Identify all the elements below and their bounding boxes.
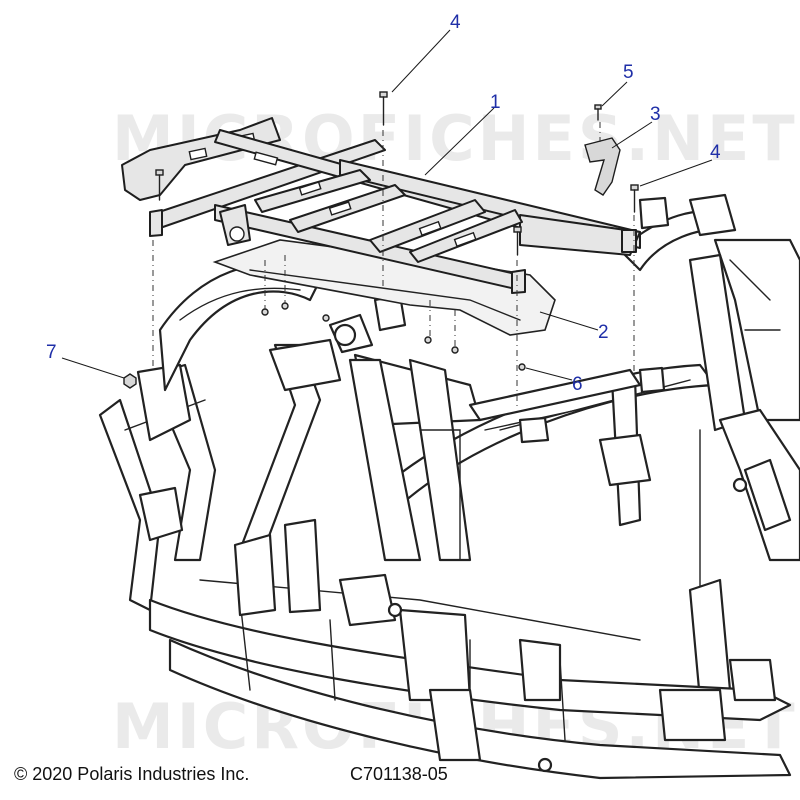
bolts-part-4 <box>155 91 639 256</box>
nut-part-7 <box>123 373 137 389</box>
callout-5: 5 <box>623 62 634 83</box>
callout-3: 3 <box>650 104 661 125</box>
callout-4-right: 4 <box>710 142 721 163</box>
vehicle-frame <box>98 193 800 780</box>
callout-labels: 1 2 3 4 4 5 6 7 <box>46 12 721 395</box>
leader-lines <box>61 29 713 381</box>
copyright-text: © 2020 Polaris Industries Inc. <box>14 764 250 784</box>
callout-6: 6 <box>572 374 583 395</box>
callout-1: 1 <box>490 92 501 113</box>
drawing-number: C701138-05 <box>350 764 448 784</box>
screw-part-5 <box>594 104 602 121</box>
callout-2: 2 <box>598 322 609 343</box>
bracket-part-3 <box>584 137 621 196</box>
assembly-lines <box>152 122 635 410</box>
callout-7: 7 <box>46 342 57 363</box>
cargo-rack-part-1 <box>121 117 641 294</box>
callout-4-top: 4 <box>450 12 461 33</box>
